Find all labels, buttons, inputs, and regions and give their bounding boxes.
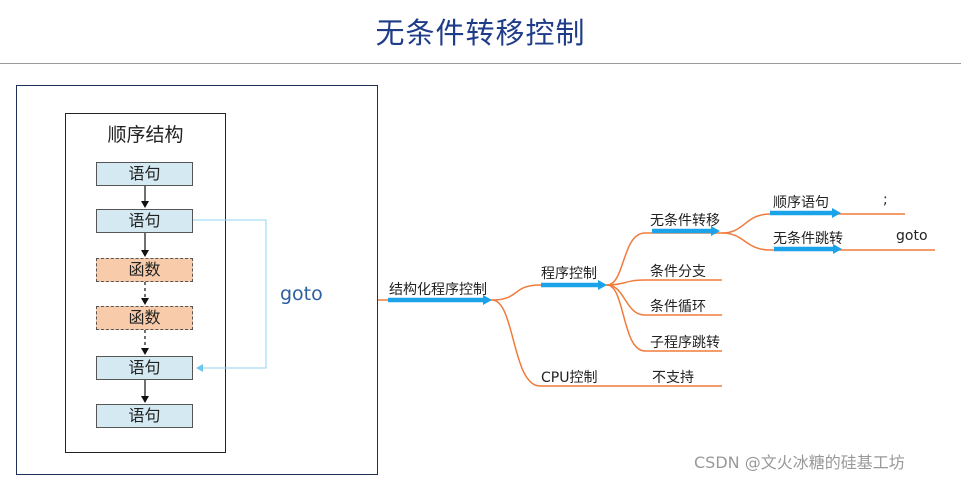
branch-to-subroutine: [606, 284, 722, 352]
mindmap-not-supported-label: 不支持: [652, 370, 694, 386]
branch-to-unconditional: [606, 232, 722, 286]
mindmap-subroutine-label: 子程序跳转: [650, 335, 720, 351]
mindmap-cpu-control-label: CPU控制: [541, 370, 598, 386]
title-divider: [0, 63, 961, 64]
mindmap-cond-loop-label: 条件循环: [650, 299, 706, 315]
sequence-box-title: 顺序结构: [107, 124, 184, 146]
branch-to-cond-loop: [606, 284, 722, 316]
sequence-box: [65, 113, 226, 453]
mindmap-program-control-label: 程序控制: [541, 266, 597, 282]
branch-to-seq-stmt: [721, 213, 905, 234]
mindmap-seq-stmt-note: ;: [883, 192, 888, 208]
slide-title: 无条件转移控制: [375, 16, 586, 50]
root-bar-arrowhead: [483, 295, 492, 305]
function-node-2: 函数: [96, 306, 193, 330]
uncond-jump-bar-arrowhead: [833, 244, 842, 254]
diagram-frame: [16, 85, 378, 475]
statement-node-3: 语句: [96, 356, 193, 380]
statement-node-1: 语句: [96, 162, 193, 186]
branch-to-program-control: [491, 284, 607, 301]
watermark: CSDN @文火冰糖的硅基工坊: [694, 453, 905, 472]
seq-stmt-bar-arrowhead: [832, 208, 841, 218]
branch-to-uncond-jump: [721, 232, 935, 251]
function-node-1: 函数: [96, 258, 193, 282]
goto-jump-link: [193, 219, 267, 372]
statement-node-4: 语句: [96, 404, 193, 428]
mindmap-unconditional-label: 无条件转移: [650, 213, 720, 229]
mindmap-root-label: 结构化程序控制: [389, 282, 487, 298]
statement-node-2: 语句: [96, 209, 193, 233]
unconditional-bar-arrowhead: [711, 226, 720, 236]
goto-label: goto: [280, 283, 323, 305]
branch-to-cpu-control: [491, 299, 607, 387]
mindmap-uncond-jump-label: 无条件跳转: [773, 231, 843, 247]
mindmap-seq-stmt-label: 顺序语句: [773, 195, 829, 211]
program-control-bar-arrowhead: [598, 280, 607, 290]
mindmap-uncond-jump-note: goto: [896, 228, 928, 244]
mindmap-cond-branch-label: 条件分支: [650, 264, 706, 280]
branch-to-cond-branch: [606, 279, 722, 286]
